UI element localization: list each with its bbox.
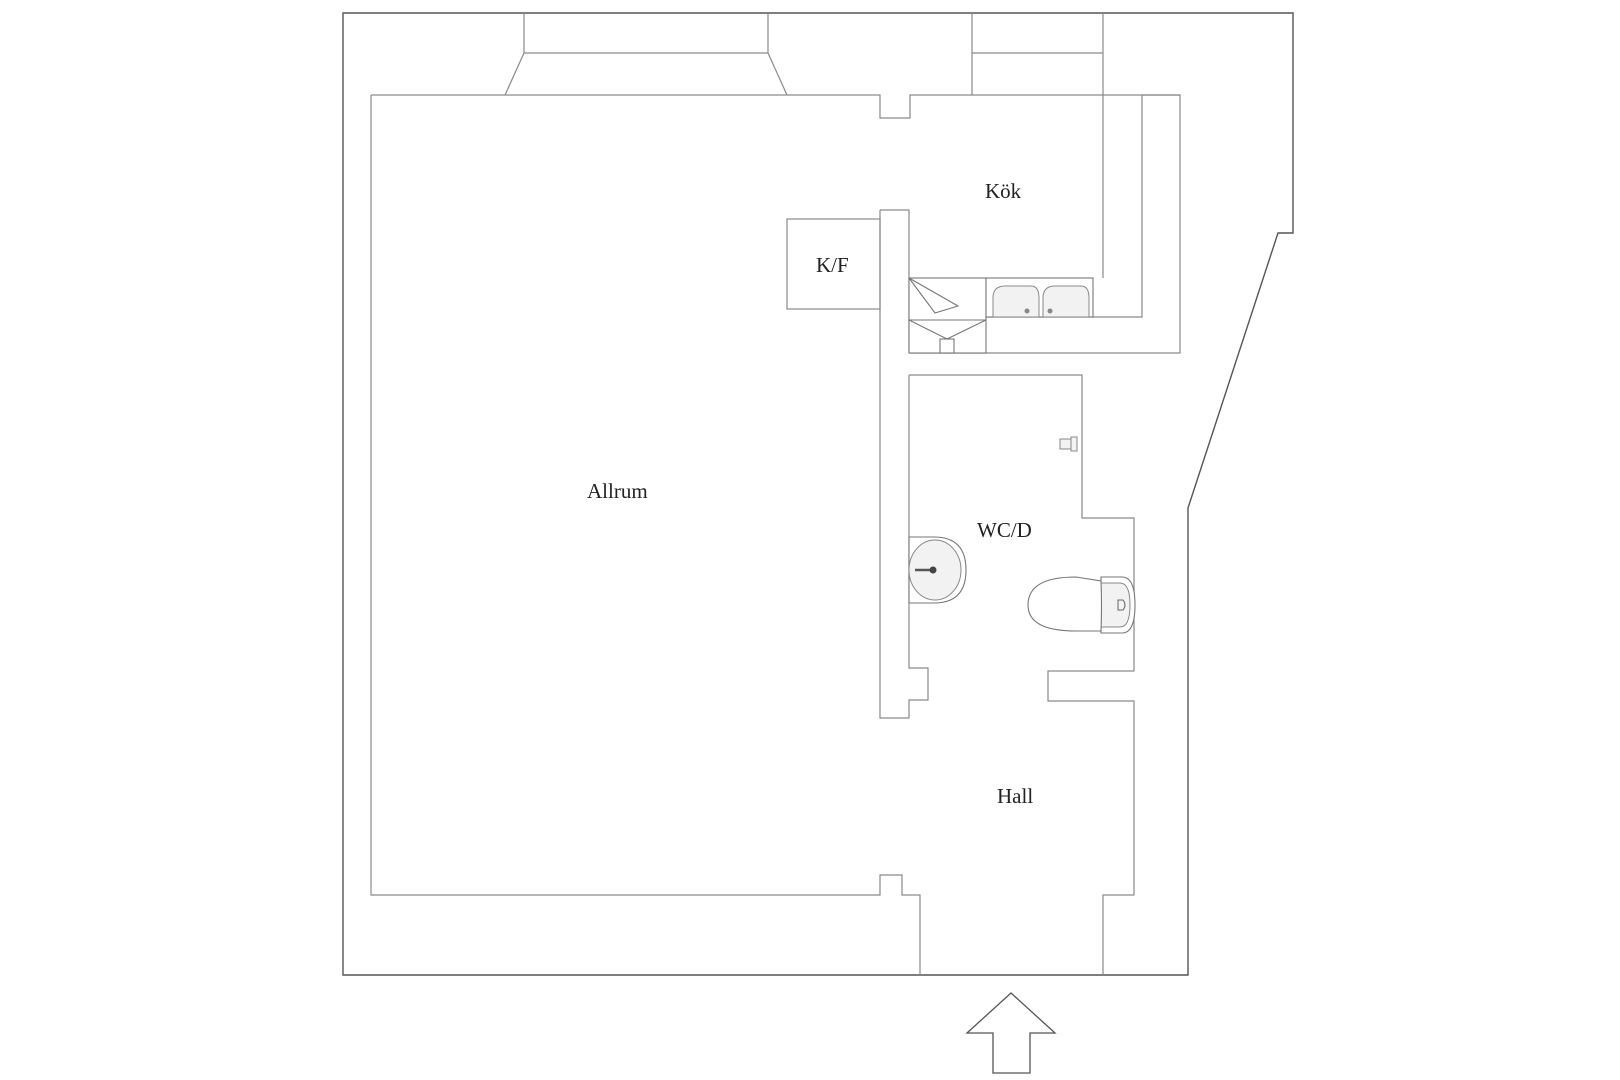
- window-bay-left: [504, 13, 788, 96]
- room-label-hall: Hall: [997, 784, 1033, 808]
- room-label-kok: Kök: [985, 179, 1022, 203]
- outer-wall: [342, 12, 1294, 976]
- room-label-kf: K/F: [816, 253, 849, 277]
- sink-drain-right: [1047, 308, 1053, 314]
- stove-knob: [939, 338, 955, 354]
- wash-basin-icon: [908, 536, 967, 604]
- room-label-wcd: WC/D: [977, 518, 1032, 542]
- room-label-allrum: Allrum: [587, 479, 648, 503]
- kf-closet: [786, 218, 881, 310]
- entrance-arrow-icon: [965, 992, 1057, 1074]
- allrum-wall: [370, 94, 1180, 975]
- wcd-wall: [909, 374, 1135, 975]
- window-bay-right: [971, 13, 1104, 278]
- hook-icon: [1059, 436, 1078, 452]
- sink-drain-left: [1024, 308, 1030, 314]
- toilet-icon: [1027, 576, 1136, 634]
- sink-icon: [992, 285, 1090, 318]
